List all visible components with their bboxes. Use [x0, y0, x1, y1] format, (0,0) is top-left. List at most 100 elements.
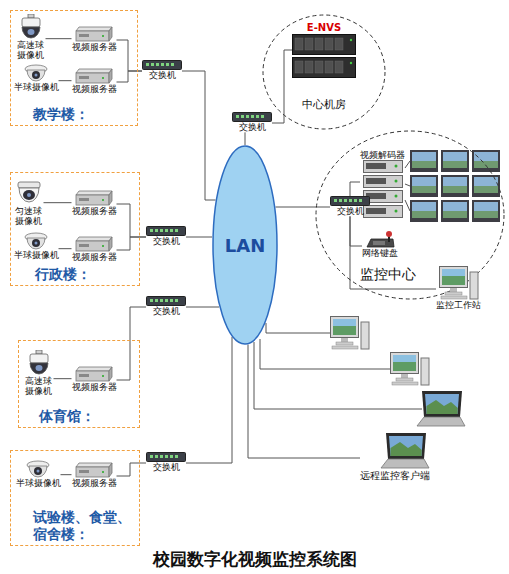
video-wall-part [441, 175, 469, 197]
network-switch: 交换机 [232, 112, 272, 132]
network-cable [248, 345, 360, 458]
half-dome-camera-icon-part [32, 239, 40, 247]
video-decoder-icon [363, 160, 403, 220]
video-wall-part [474, 202, 498, 211]
device-label: 监控工作站 [436, 300, 481, 310]
client-laptop-part [417, 417, 465, 426]
speed-dome-camera-icon-part [35, 365, 42, 371]
video-server-icon-part [76, 371, 109, 381]
monitor-workstation-icon-part [442, 269, 465, 276]
video-server-icon-part [76, 195, 109, 205]
network-switch: 交换机 [146, 226, 186, 246]
uniform-dome-camera-icon-part [19, 188, 39, 202]
network-keyboard-icon-part [373, 241, 385, 245]
speed-dome-camera: 高速球摄像机 [24, 350, 54, 397]
half-dome-camera: 半球摄像机 [16, 460, 61, 488]
network-cable [350, 182, 360, 196]
video-server-icon-part [109, 367, 112, 381]
video-wall-part [443, 152, 467, 161]
video-server-icon-part [76, 463, 112, 467]
device-label: 视频服务器 [72, 42, 117, 52]
network-cable [117, 237, 147, 250]
video-wall-part [412, 211, 436, 218]
client-pc-part [393, 355, 416, 371]
video-decoder-icon-part [363, 161, 402, 173]
network-cable [117, 71, 143, 82]
network-switch-icon-part [165, 455, 168, 458]
nvs-server-icon-part [315, 61, 323, 73]
device-label: 视频解码器 [360, 150, 405, 160]
client-pc-part [336, 342, 353, 345]
device-label: 交换机 [153, 462, 180, 472]
speed-dome-camera-icon-part [30, 354, 48, 363]
video-server-icon-part [79, 374, 89, 377]
device-label: 匀速球摄像机 [14, 206, 44, 227]
building-group: 行政楼：匀速球摄像机视频服务器半球摄像机视频服务器 [10, 172, 140, 286]
network-switch-icon-part [175, 455, 178, 458]
network-cable [186, 237, 212, 238]
network-switch-icon [146, 226, 186, 236]
nvs-server-icon-part [315, 38, 323, 50]
monitor-workstation: 监控工作站 [436, 266, 481, 310]
client-pc-part [396, 378, 413, 381]
title-slot: 校园数字化视频监控系统图 [0, 548, 509, 571]
network-switch-icon-part [160, 299, 163, 302]
device-label: 视频服务器 [72, 478, 117, 488]
client-pc-part [393, 355, 416, 362]
video-wall-part [412, 161, 436, 168]
nvs-server-icon-part [293, 57, 356, 77]
video-wall-part [412, 152, 436, 161]
client-laptop-part [425, 394, 459, 414]
network-switch-icon-part [147, 297, 186, 306]
device-label: 交换机 [239, 122, 266, 132]
network-keyboard-icon-part [386, 231, 392, 237]
remote-client-icon-part [386, 433, 426, 459]
half-dome-camera-icon-part [27, 238, 45, 249]
heading-slot: 行政楼： [35, 266, 145, 283]
video-decoder-icon-part [363, 176, 402, 188]
client-pc-part [331, 317, 359, 338]
speed-dome-camera-icon-part [30, 363, 48, 374]
monitor-workstation-icon-part [442, 269, 465, 285]
network-cable [272, 50, 292, 123]
video-wall-part [443, 211, 467, 218]
network-switch-icon [146, 296, 186, 306]
video-wall-part [441, 150, 469, 172]
video-wall-part [443, 186, 467, 193]
client-laptop [417, 391, 465, 426]
lan-network: LAN [212, 145, 278, 345]
half-dome-camera: 半球摄像机 [14, 64, 59, 92]
video-server: 视频服务器 [72, 366, 117, 392]
network-switch-icon-part [160, 229, 163, 232]
uniform-dome-camera-icon-part [23, 190, 35, 200]
uniform-dome-camera-icon-part [27, 193, 31, 197]
video-wall-part [472, 150, 500, 172]
monitor-workstation-icon-part [445, 292, 462, 295]
video-server-icon-part [102, 245, 104, 247]
speed-dome-camera-icon [18, 14, 44, 40]
area-label: 监控中心 [360, 266, 416, 283]
remote-client: 远程监控客户端 [360, 432, 430, 482]
network-switch-icon-part [344, 199, 347, 202]
network-switch-icon-part [150, 299, 153, 302]
video-server-icon-part [79, 198, 89, 201]
device-label: 交换机 [153, 306, 180, 316]
network-switch-icon-part [170, 299, 173, 302]
network-switch-icon-part [147, 227, 186, 236]
nvs-server-icon-part [350, 61, 352, 63]
video-wall-part [410, 175, 438, 197]
network-switch-icon-part [241, 115, 244, 118]
network-switch-icon-part [354, 199, 357, 202]
half-dome-camera-icon [24, 64, 48, 82]
speed-dome-camera: 高速球摄像机 [16, 14, 46, 61]
device-label: 远程监控客户端 [360, 470, 430, 482]
device-label: 网络键盘 [362, 248, 398, 258]
nvs-server: E-NVS [292, 22, 356, 78]
video-server: 视频服务器 [72, 26, 117, 52]
network-cable [117, 307, 147, 380]
video-wall-part [443, 161, 467, 168]
nvs-server-icon-part [350, 38, 352, 40]
network-cable [59, 248, 72, 249]
network-switch-icon-part [334, 199, 337, 202]
building-group: 体育馆：高速球摄像机视频服务器 [18, 340, 140, 428]
